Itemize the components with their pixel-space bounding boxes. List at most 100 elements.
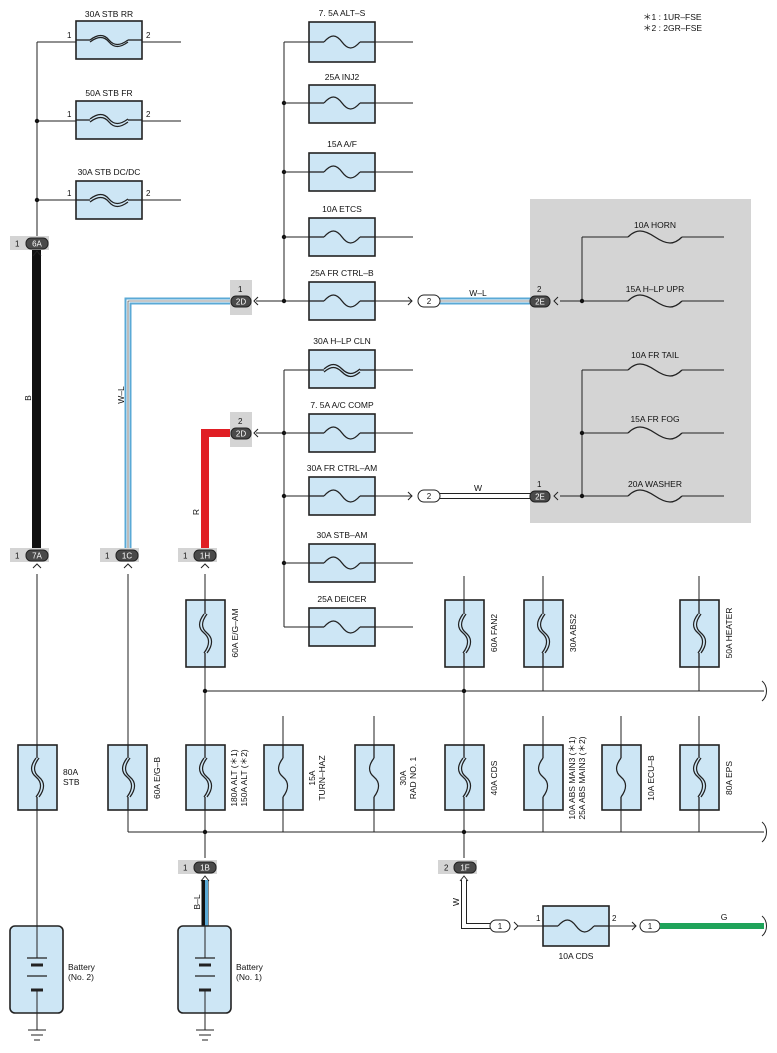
svg-text:1B: 1B (200, 864, 210, 873)
wire-b-l (201, 880, 209, 926)
svg-text:1: 1 (105, 552, 110, 561)
inline-connector-2-bottom: 2 (407, 489, 441, 503)
legend-note-2: ＊2 : 2GR–FSE (643, 23, 702, 33)
fuse-label: 80A EPS (724, 761, 734, 795)
fuse-label: 60A FAN2 (489, 614, 499, 653)
svg-text:2: 2 (238, 417, 243, 426)
connector-2d-bottom: 2 2D (230, 412, 259, 447)
svg-text:1: 1 (536, 914, 541, 923)
wire-color-label: W–L (116, 386, 126, 404)
pin-label: 2 (146, 189, 151, 198)
wire-w-l-left (124, 297, 236, 548)
connector-2d-top: 1 2D (230, 280, 259, 315)
connector-7a: 7A 1 (10, 548, 49, 562)
svg-text:1H: 1H (200, 552, 210, 561)
svg-text:2E: 2E (535, 493, 545, 502)
fuse-label: 15A (307, 770, 317, 785)
connector-2e-top: 2 2E (529, 285, 559, 308)
battery-no2 (9, 925, 64, 1041)
fuse-label: 10A ETCS (322, 204, 362, 214)
svg-text:1: 1 (15, 240, 20, 249)
fuse-label: 30A H–LP CLN (313, 336, 371, 346)
inline-connector-1-right: 1 (631, 919, 661, 933)
top-left-fuse-group: 30A STB RR 50A STB FR 30A STB DC/DC 1 2 … (34, 9, 181, 240)
svg-text:2: 2 (427, 492, 432, 501)
fuse-label: 60A E/G–B (152, 757, 162, 799)
fuse-label: RAD NO. 1 (408, 756, 418, 799)
fuse-label: 10A ABS MAIN3 (＊1) (567, 736, 577, 819)
fuse-label: 40A CDS (489, 760, 499, 795)
fuse-label: TURN–HAZ (317, 755, 327, 800)
legend-note-1: ＊1 : 1UR–FSE (643, 12, 702, 22)
inline-connector-2-top: 2 (407, 294, 441, 308)
middle-fuse-group: 7. 5A ALT–S 25A INJ2 15A A/F 10A ETCS 25… (256, 8, 413, 647)
svg-text:1: 1 (238, 285, 243, 294)
wire-color-label: W (474, 483, 482, 493)
connector-1b: 1B 1 (178, 860, 217, 882)
wire-r (201, 429, 236, 548)
connector-1f: 1F 2 (438, 860, 477, 882)
fuse-label: 30A STB–AM (316, 530, 367, 540)
wire-color-label: R (191, 509, 201, 515)
wire-b (32, 250, 41, 548)
fuse-label: 60A E/G–AM (230, 608, 240, 657)
wire-color-label: W (451, 898, 461, 906)
connector-2e-bottom: 1 2E (529, 480, 559, 503)
fuse-label: 80A (63, 767, 78, 777)
connector-6a: 6A 1 (10, 236, 49, 250)
svg-text:1: 1 (648, 922, 653, 931)
fuse-label: 7. 5A A/C COMP (310, 400, 374, 410)
fuse-label: 10A FR TAIL (631, 350, 679, 360)
fuse-label: 30A (398, 770, 408, 785)
remote-fuse-block-area (530, 199, 751, 523)
fuse-label: 50A HEATER (724, 608, 734, 659)
svg-text:1: 1 (183, 864, 188, 873)
svg-text:2D: 2D (236, 430, 246, 439)
fuse-label: 7. 5A ALT–S (319, 8, 366, 18)
battery-label: Battery (236, 962, 264, 972)
svg-text:7A: 7A (32, 552, 42, 561)
lower-vertical-fuses: 80A STB 60A E/G–B 180A ALT (＊1) 150A ALT… (17, 574, 767, 926)
svg-text:1: 1 (537, 480, 542, 489)
fuse-label: 30A ABS2 (568, 614, 578, 653)
wire-color-label: G (721, 912, 728, 922)
gray-block-fuses: 10A HORN 15A H–LP UPR 10A FR TAIL 15A FR… (560, 220, 724, 503)
wire-color-label: B–L (192, 894, 202, 909)
pin-label: 1 (67, 189, 72, 198)
svg-text:1C: 1C (122, 552, 132, 561)
svg-text:2: 2 (427, 297, 432, 306)
svg-text:1F: 1F (460, 864, 469, 873)
svg-text:2: 2 (537, 285, 542, 294)
svg-text:2E: 2E (535, 298, 545, 307)
fuse-label: 25A FR CTRL–B (310, 268, 374, 278)
fuse-label: 20A WASHER (628, 479, 682, 489)
svg-text:1: 1 (183, 552, 188, 561)
svg-text:2: 2 (612, 914, 617, 923)
fuse-label: 150A ALT (＊2) (239, 749, 249, 806)
connector-1h: 1H 1 (178, 548, 217, 562)
fuse-label: 25A ABS MAIN3 (＊2) (577, 736, 587, 819)
pin-label: 2 (146, 31, 151, 40)
svg-text:2D: 2D (236, 298, 246, 307)
battery-label: Battery (68, 962, 96, 972)
wire-w-bottom (461, 880, 490, 929)
fuse-label: 30A STB RR (85, 9, 133, 19)
fuse-label: 15A H–LP UPR (626, 284, 684, 294)
pin-label: 1 (67, 110, 72, 119)
fuse-label: 15A A/F (327, 139, 357, 149)
fuse-label: 30A FR CTRL–AM (307, 463, 377, 473)
fuse-label: 10A ECU–B (646, 755, 656, 801)
fuse-label: 25A DEICER (317, 594, 366, 604)
fuse-label: STB (63, 777, 80, 787)
connector-1c: 1C 1 (100, 548, 139, 562)
fuse-label: 30A STB DC/DC (78, 167, 141, 177)
fuse-label: 180A ALT (＊1) (229, 749, 239, 806)
fuse-label: 10A CDS (559, 951, 594, 961)
pin-label: 1 (67, 31, 72, 40)
svg-text:1: 1 (498, 922, 503, 931)
wire-color-label: W–L (469, 288, 487, 298)
inline-connector-1-left: 1 (489, 919, 519, 933)
pin-label: 2 (146, 110, 151, 119)
